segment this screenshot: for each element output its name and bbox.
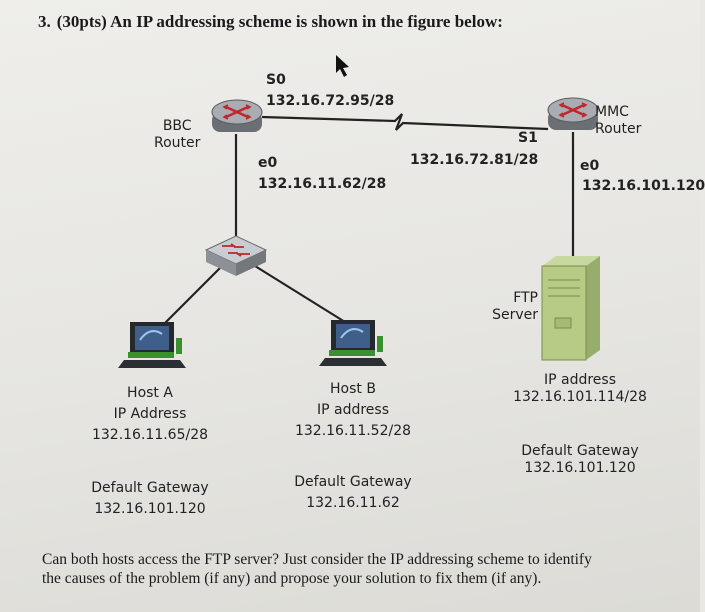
- ftp-ip-heading: IP address: [543, 372, 617, 388]
- mmc-router-label: MMC Router: [595, 104, 641, 138]
- ftp-server-label: FTP Server: [488, 290, 538, 324]
- prompt-line-2: the causes of the problem (if any) and p…: [42, 570, 542, 587]
- host-b-ip-block: Host B IP address 132.16.11.52/28: [273, 379, 433, 442]
- host-a-gateway-value: 132.16.101.120: [94, 501, 206, 517]
- prompt-line-1: Can both hosts access the FTP server? Ju…: [42, 551, 592, 568]
- question-heading: (30pts) An IP addressing scheme is shown…: [56, 12, 503, 31]
- cursor-icon: [336, 55, 349, 77]
- serial-link: [261, 113, 549, 131]
- mmc-router-name: MMC: [595, 104, 629, 120]
- host-b-name: Host B: [330, 381, 376, 397]
- switch-icon: [204, 235, 268, 276]
- bbc-router-type: Router: [154, 135, 201, 151]
- host-a-ip-value: 132.16.11.65/28: [91, 427, 209, 443]
- host-b-gateway-value: 132.16.11.62: [306, 495, 400, 511]
- host-b-ip-value: 132.16.11.52/28: [294, 423, 412, 439]
- mmc-router-type: Router: [595, 121, 642, 137]
- switch-hosta-link: [157, 267, 221, 331]
- host-a-computer-icon: [118, 322, 186, 368]
- question-number: 3.: [38, 12, 51, 31]
- host-b-gateway-block: Default Gateway 132.16.11.62: [273, 472, 433, 514]
- mmc-e0-interface-label: e0: [580, 158, 600, 174]
- ftp-ip-value: 132.16.101.114/28: [513, 389, 647, 405]
- bbc-e0-interface-label: e0: [258, 155, 278, 171]
- s1-ip-address: 132.16.72.81/28: [410, 152, 539, 168]
- host-a-gateway-block: Default Gateway 132.16.101.120: [70, 478, 230, 520]
- ftp-server-name: FTP: [513, 290, 538, 306]
- host-a-name: Host A: [127, 385, 173, 401]
- bbc-router-icon: [211, 99, 263, 132]
- mmc-router-icon: [547, 97, 599, 130]
- question-title: 3. (30pts) An IP addressing scheme is sho…: [38, 12, 503, 32]
- ftp-gateway-value: 132.16.101.120: [524, 460, 636, 476]
- ftp-gateway-heading: Default Gateway: [521, 443, 639, 459]
- bbc-router-label: BBC Router: [154, 118, 200, 152]
- host-b-ip-heading: IP address: [316, 402, 390, 418]
- mmc-e0-ip-address: 132.16.101.120: [582, 178, 705, 194]
- question-prompt: Can both hosts access the FTP server? Ju…: [42, 550, 682, 588]
- switch-hostb-link: [254, 265, 346, 323]
- host-a-gateway-heading: Default Gateway: [91, 480, 209, 496]
- s1-interface-label: S1: [518, 130, 538, 146]
- host-a-ip-block: Host A IP Address 132.16.11.65/28: [70, 383, 230, 446]
- ftp-server-ip-block: IP address 132.16.101.114/28: [500, 372, 660, 406]
- ftp-server-type: Server: [492, 307, 538, 323]
- s0-interface-label: S0: [266, 72, 286, 88]
- network-links: [157, 113, 575, 331]
- host-b-gateway-heading: Default Gateway: [294, 474, 412, 490]
- ftp-server-gateway-block: Default Gateway 132.16.101.120: [500, 443, 660, 477]
- bbc-router-name: BBC: [162, 118, 192, 134]
- s0-ip-address: 132.16.72.95/28: [266, 93, 395, 109]
- host-b-computer-icon: [319, 320, 387, 366]
- host-a-ip-heading: IP Address: [113, 406, 187, 422]
- bbc-e0-ip-address: 132.16.11.62/28: [258, 176, 387, 192]
- ftp-server-icon: [541, 256, 600, 361]
